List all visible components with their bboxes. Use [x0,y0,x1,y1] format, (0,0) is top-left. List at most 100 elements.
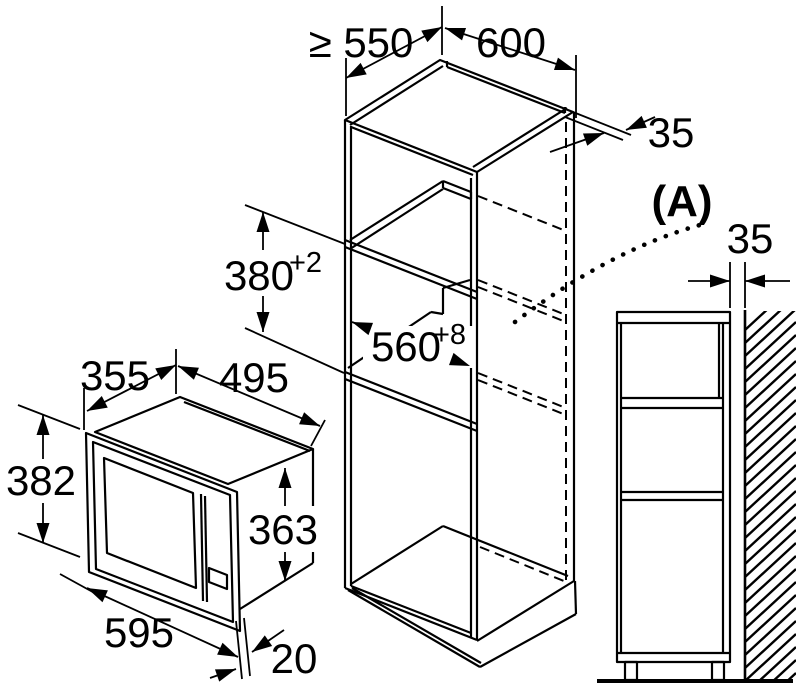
microwave-front-frame [84,431,242,633]
hatch-line [745,425,796,474]
cabinet-top-inner-left [349,65,444,126]
arrowhead [582,133,604,146]
arrowhead [36,523,50,543]
dim-label-width-595: 595 [104,609,174,656]
back-panel-groove [446,65,566,115]
hatch-line [745,464,796,513]
extension-line [235,620,243,680]
reference-dotted-curve [512,222,703,325]
hatch-line [745,321,796,370]
extension-line [244,204,346,245]
hidden-shelf1-back-top [477,279,567,316]
arrowhead [256,212,270,232]
dim-label-niche-height-tolerance: +2 [289,247,322,279]
hatch-line [745,555,796,604]
hidden-shelf2-back-bottom [477,379,567,416]
shelf2-front-top [344,370,478,426]
cabinet-top-inner-front [350,125,474,177]
arrowhead [214,669,236,682]
side-cabinet-foot [710,660,726,682]
label-mask [248,506,320,552]
floor-back-edge [442,524,569,578]
side-view: 35 [597,215,796,683]
arrowhead [256,312,270,332]
arrowhead [299,412,320,426]
dim-label-niche-width-tolerance: +8 [433,319,466,351]
arrowhead [87,588,108,603]
arrowhead [352,322,374,336]
hatch-line [745,581,796,630]
arrowhead [448,352,470,366]
wall-hatching [745,311,796,681]
hatch-line [745,438,796,487]
hatch-line [745,503,796,552]
plinth-front-edge [347,589,481,668]
rear-edge-extension [572,111,632,136]
arrowhead [36,415,50,435]
dim-label-niche-height: 380 [224,252,294,299]
hatch-line [745,347,796,396]
cabinet-top-inner-right [472,107,568,168]
cabinet-right-bottom-edge [476,580,575,642]
hatch-line [745,334,796,383]
extension-line [17,532,81,558]
hatch-line [745,594,796,643]
shelf1-back-bottom [442,186,472,201]
shelf1-back-top [442,179,472,194]
hatch-line [745,360,796,409]
hatch-line [745,568,796,617]
arrowhead [155,365,176,380]
microwave-frame-inner-bevel [91,440,235,624]
hatch-line [745,399,796,448]
microwave-body-bottom-edge [239,562,314,610]
hatch-line [745,529,796,578]
dim-label-width-495: 495 [219,354,289,401]
dim-line-width-595 [86,587,239,658]
shelf1-front-bottom [344,245,478,301]
plinth-bottom-edge [479,613,577,668]
hatch-line [745,542,796,591]
arrowhead [745,274,765,288]
arrowhead [178,366,199,380]
cabinet-bottom-front-inner [350,584,472,635]
hidden-shelf1-back-bottom [477,286,567,323]
hatch-line [745,516,796,565]
hatch-line [745,490,796,539]
hidden-top-back-edge [477,195,567,232]
hatch-line [745,311,782,344]
hatch-line [745,412,796,461]
side-cabinet-outline [615,310,732,664]
dim-line-width-495 [177,365,321,427]
dim-label-niche-width: 560 [371,323,441,370]
extension-line [243,617,251,677]
section-reference-label: (A) [651,177,712,226]
extension-line [244,327,345,374]
arrowhead [626,115,647,130]
dim-label-wall-gap-35: 35 [727,215,774,262]
shelf1-left-bottom [349,188,444,250]
hatch-line [745,386,796,435]
arrowhead [445,27,467,41]
hatch-line [745,620,796,669]
arrowhead [278,468,292,488]
hatch-line [745,607,796,656]
shelf1-left-top [349,180,444,241]
hatch-line [745,311,768,331]
hatch-line [745,633,796,681]
microwave-door-window [102,456,198,590]
control-panel-divider [199,493,205,602]
arrowhead [553,57,575,71]
extension-line [310,419,326,447]
hatch-line [745,477,796,526]
microwave-isometric-view: 355 495 382 363 595 20 [6,349,326,682]
cabinet-top-face [343,58,575,174]
dim-label-rear-overhang: 35 [648,109,695,156]
hatch-line [785,672,796,681]
dim-label-height-382: 382 [6,457,76,504]
arrowhead [421,27,442,43]
extension-line [17,404,81,430]
hatch-line [745,451,796,500]
control-panel-divider-inner [203,495,209,603]
hatch-line [757,646,796,681]
